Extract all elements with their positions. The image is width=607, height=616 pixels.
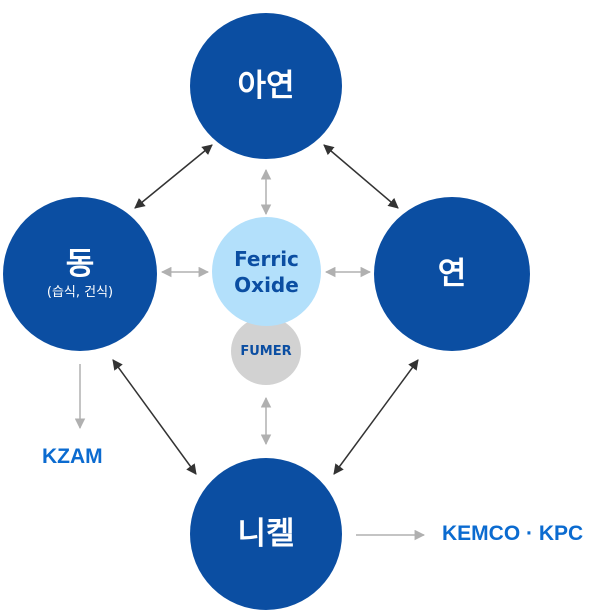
node-copper: 동 (습식, 건식): [3, 197, 157, 351]
node-fumer: FUMER: [231, 317, 301, 385]
arrow-lead-nickel: [333, 359, 419, 475]
node-copper-sub: (습식, 건식): [46, 285, 114, 301]
node-ferric-oxide: Ferric Oxide: [212, 217, 321, 326]
node-nickel-label: 니켈: [237, 515, 295, 552]
arrow-zinc-copper: [134, 144, 213, 209]
node-copper-label: 동: [65, 246, 95, 283]
label-kzam: KZAM: [42, 445, 103, 468]
arrow-zinc-lead: [323, 144, 399, 209]
arrow-copper-nickel: [112, 359, 197, 475]
node-lead-label: 연: [437, 255, 467, 292]
node-fumer-label: FUMER: [240, 344, 292, 359]
node-ferric-line1: Ferric: [234, 246, 299, 271]
node-zinc: 아연: [190, 13, 342, 159]
node-nickel: 니켈: [190, 458, 342, 610]
node-ferric-line2: Oxide: [234, 272, 299, 297]
label-kemco-kpc: KEMCO · KPC: [442, 522, 584, 545]
node-lead: 연: [374, 197, 530, 351]
node-zinc-label: 아연: [237, 67, 295, 104]
